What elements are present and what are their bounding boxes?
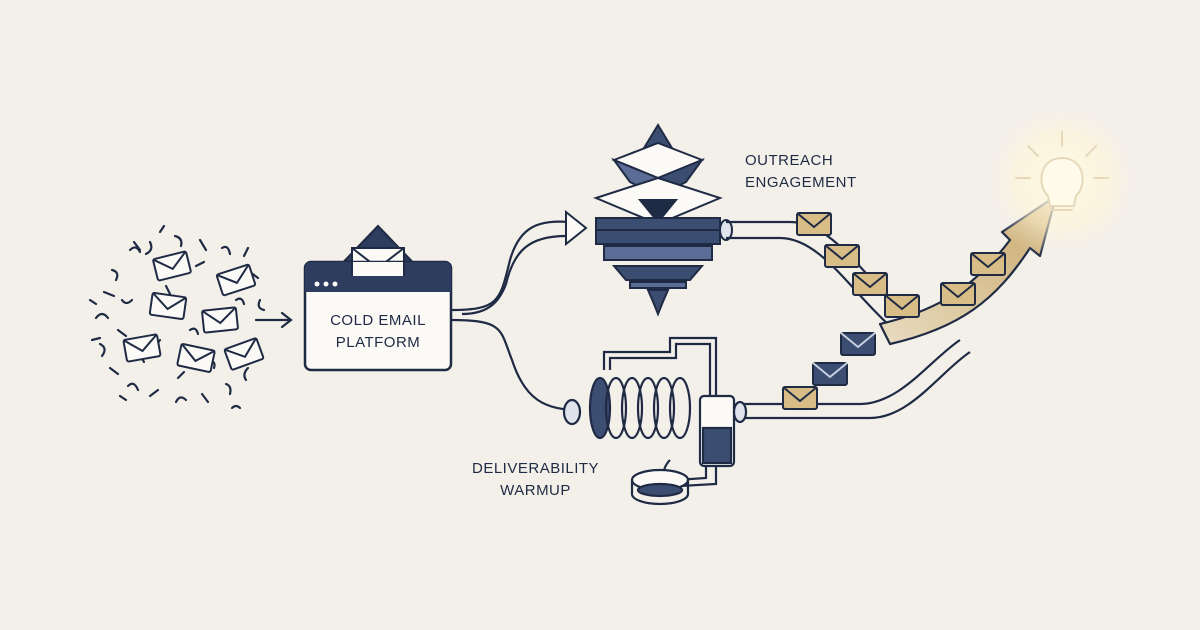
email-envelope-icon bbox=[148, 291, 188, 321]
outreach-label-line2: ENGAGEMENT bbox=[745, 174, 857, 191]
warmup-track bbox=[744, 339, 971, 420]
scattered-scribbles bbox=[88, 224, 266, 410]
email-envelope-icon bbox=[176, 342, 216, 374]
deliverability-label: DELIVERABILITY WARMUP bbox=[472, 458, 599, 502]
deliverability-label-line2: WARMUP bbox=[500, 482, 571, 499]
warmup-envelopes bbox=[782, 332, 876, 410]
email-envelope-icon bbox=[200, 306, 240, 334]
platform-label-line2: PLATFORM bbox=[335, 334, 421, 351]
email-envelope-icon bbox=[782, 386, 818, 410]
email-envelope-icon bbox=[852, 272, 888, 296]
outreach-label: OUTREACH ENGAGEMENT bbox=[745, 150, 857, 194]
branch-pipes bbox=[450, 220, 581, 412]
browser-window-icon bbox=[303, 224, 453, 372]
email-envelope-icon bbox=[940, 282, 976, 306]
outreach-label-line1: OUTREACH bbox=[745, 152, 834, 169]
platform-label-line1: COLD EMAIL bbox=[330, 312, 426, 329]
email-envelope-icon bbox=[796, 212, 832, 236]
email-envelope-icon bbox=[824, 244, 860, 268]
outreach-envelopes bbox=[796, 212, 1006, 318]
email-envelope-icon bbox=[970, 252, 1006, 276]
coil-machine-icon bbox=[562, 336, 748, 506]
email-envelope-cluster bbox=[122, 250, 265, 374]
email-envelope-icon bbox=[151, 250, 193, 282]
arrow-right-icon bbox=[254, 311, 293, 329]
email-envelope-icon bbox=[840, 332, 876, 356]
platform-label: COLD EMAIL PLATFORM bbox=[305, 310, 451, 354]
email-envelope-icon bbox=[812, 362, 848, 386]
deliverability-label-line1: DELIVERABILITY bbox=[472, 460, 600, 477]
arrow-right-icon bbox=[565, 209, 588, 247]
email-envelope-icon bbox=[223, 336, 265, 372]
email-envelope-icon bbox=[884, 294, 920, 318]
email-envelope-icon bbox=[215, 263, 257, 297]
funnel-machine-icon bbox=[593, 123, 733, 317]
email-envelope-icon bbox=[122, 333, 162, 363]
lightbulb-icon bbox=[982, 100, 1142, 260]
